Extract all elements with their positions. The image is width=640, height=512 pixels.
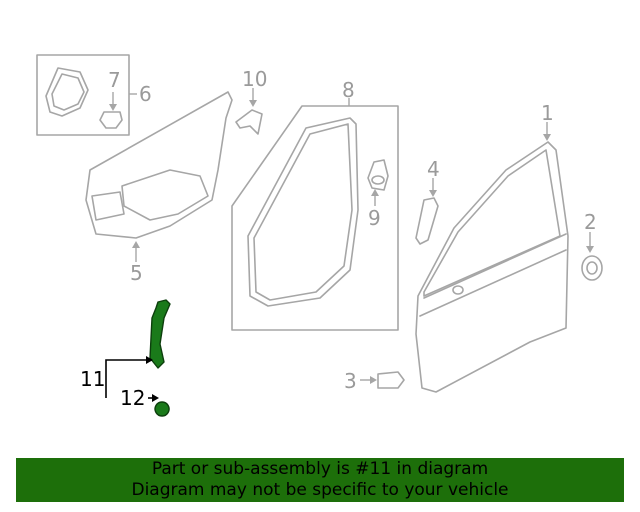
callout-4: 4 xyxy=(427,157,440,181)
part-3-assembly: 3 xyxy=(344,369,405,393)
part-5-panel xyxy=(85,91,233,239)
part-2-grommet xyxy=(581,255,603,281)
part-8-assembly: 8 xyxy=(231,78,399,331)
banner-line-1: Part or sub-assembly is #11 in diagram xyxy=(151,459,489,479)
callout-5: 5 xyxy=(130,261,143,285)
callout-8: 8 xyxy=(342,78,355,102)
info-banner: Part or sub-assembly is #11 in diagram D… xyxy=(16,458,624,502)
part-10-assembly: 10 xyxy=(235,67,267,135)
part-6-box xyxy=(36,54,130,136)
part-9-assembly: 9 xyxy=(367,159,389,230)
callout-10: 10 xyxy=(242,67,267,91)
part-12-clip xyxy=(154,401,170,417)
part-7-clip xyxy=(99,111,123,129)
part-11-assembly: 11 12 xyxy=(80,299,171,417)
part-9-clip xyxy=(367,159,389,191)
callout-7: 7 xyxy=(108,68,121,92)
part-8-box xyxy=(231,105,399,331)
part-4-assembly: 4 xyxy=(415,157,440,245)
callout-1: 1 xyxy=(541,101,554,125)
callout-11: 11 xyxy=(80,367,105,391)
part-1-door xyxy=(415,141,569,393)
part-5-assembly: 5 xyxy=(85,91,233,285)
part-2-assembly: 2 xyxy=(581,210,603,281)
part-6-assembly: 7 6 xyxy=(36,54,152,136)
callout-9: 9 xyxy=(368,206,381,230)
part-1-assembly: 1 xyxy=(415,101,569,393)
callout-2: 2 xyxy=(584,210,597,234)
parts-diagram: 7 6 5 10 8 9 4 xyxy=(36,54,603,417)
part-4-molding xyxy=(415,197,439,245)
callout-6: 6 xyxy=(139,82,152,106)
part-11-trim xyxy=(149,299,171,369)
part-8-seal xyxy=(247,117,359,307)
part-10-bracket xyxy=(235,109,263,135)
callout-12: 12 xyxy=(120,386,145,410)
callout-3: 3 xyxy=(344,369,357,393)
banner-line-2: Diagram may not be specific to your vehi… xyxy=(131,480,509,500)
part-6-trim xyxy=(45,67,89,117)
part-3-plug xyxy=(377,371,405,389)
